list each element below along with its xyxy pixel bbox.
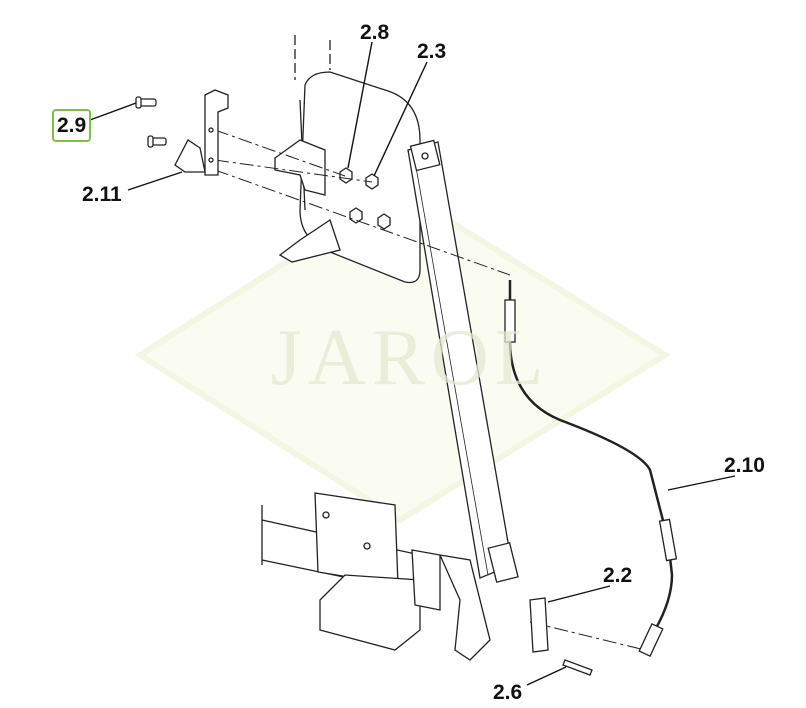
callout-2-6[interactable]: 2.6 (493, 681, 523, 704)
lower-bracket (319, 574, 421, 651)
nuts (339, 167, 391, 230)
watermark-diamond (134, 186, 671, 524)
pin-2-6 (562, 659, 593, 676)
callout-2-9[interactable]: 2.9 (52, 109, 92, 142)
assembly-drawing (89, 35, 736, 686)
screws-2-9 (135, 96, 167, 148)
callout-2-11[interactable]: 2.11 (82, 183, 122, 206)
callout-2-3[interactable]: 2.3 (417, 40, 447, 63)
callout-2-8[interactable]: 2.8 (360, 21, 390, 44)
leader-lines (89, 41, 736, 686)
callout-2-10[interactable]: 2.10 (724, 454, 765, 477)
clip-2-2 (529, 597, 549, 653)
lower-plate (314, 492, 399, 586)
bracket-2-11 (174, 89, 229, 176)
cable-2-10 (504, 280, 678, 657)
callout-2-2[interactable]: 2.2 (603, 564, 633, 587)
